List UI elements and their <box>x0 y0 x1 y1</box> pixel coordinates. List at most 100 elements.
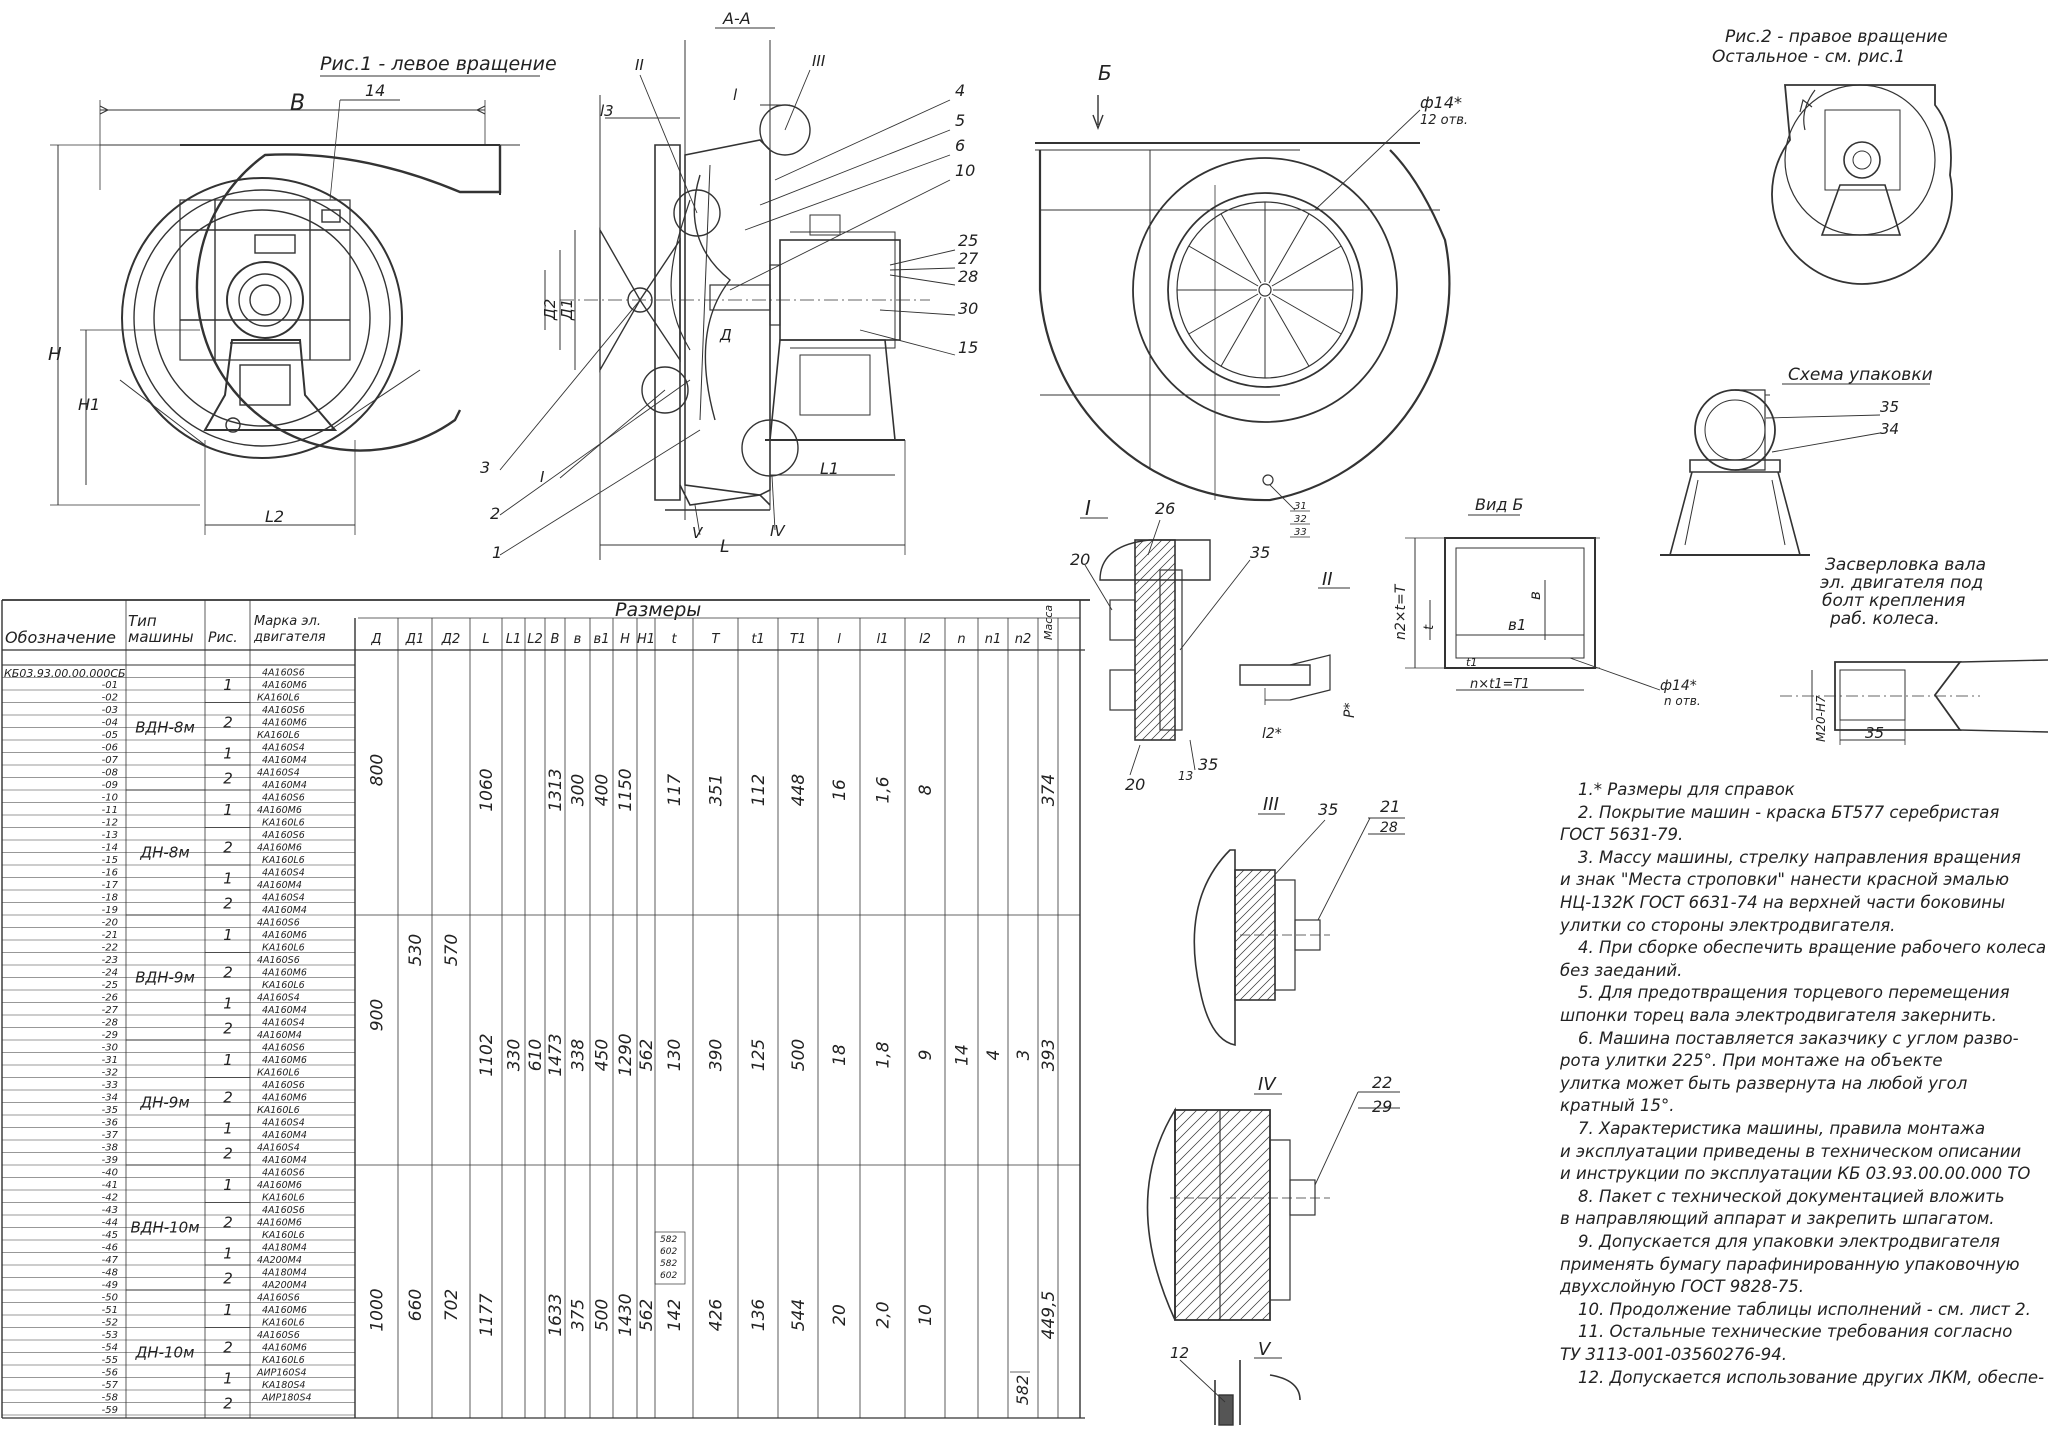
fig1-item-14: 14 <box>365 81 385 100</box>
table-designation: -43 <box>102 1205 118 1216</box>
table-designation: -23 <box>102 955 118 966</box>
table-fig-number: 1 <box>223 801 233 819</box>
table-motor: 4А160М6 <box>262 1343 307 1354</box>
table-designation-0: КБ03.93.00.00.000СБ <box>4 667 126 680</box>
table-fig-number: 1 <box>223 1120 233 1138</box>
table-motor: 4А160М4 <box>262 1005 307 1016</box>
table-motor: 4А160М6 <box>257 1180 302 1191</box>
view-b-dim-t: t <box>1422 624 1437 630</box>
table-motor: АИР160S4 <box>256 1368 307 1379</box>
table-header-11: в <box>574 632 582 647</box>
technical-note-line: и инструкции по эксплуатации КБ 03.93.00… <box>1560 1164 2031 1184</box>
table-designation: -39 <box>102 1155 118 1166</box>
technical-note-line: 5. Для предотвращения торцевого перемеще… <box>1578 983 2010 1003</box>
table-motor: 4А160S6 <box>262 1043 305 1054</box>
section-item-4: 5 <box>955 111 965 130</box>
table-size-value: 112 <box>749 774 769 806</box>
drilling-note-line3: болт крепления <box>1822 591 1965 611</box>
table-header-18: T1 <box>790 632 806 647</box>
table-size-value: 1313 <box>546 768 566 811</box>
detail-iii-item-21: 21 <box>1380 797 1400 816</box>
table-motor: 4А200М4 <box>257 1255 302 1266</box>
hole-callout-2-count: n отв. <box>1664 694 1701 708</box>
table-fig-number: 2 <box>223 1270 233 1288</box>
table-header-22: n <box>957 632 965 647</box>
table-designation: -54 <box>102 1343 118 1354</box>
technical-note-line: 8. Пакет с технической документацией вло… <box>1578 1186 2005 1206</box>
technical-note-line: и знак "Места строповки" нанести красной… <box>1560 870 2009 890</box>
table-designation: -52 <box>102 1318 118 1329</box>
table-designation: -30 <box>102 1043 118 1054</box>
item-34: 34 <box>1880 420 1899 438</box>
table-motor: 4А160S4 <box>262 893 305 904</box>
section-item-9: 28 <box>958 267 978 286</box>
table-machine-type: ВДН-8м <box>135 719 195 737</box>
table-size-value: 1,6 <box>874 776 894 803</box>
table-motor: 4А160М4 <box>262 780 307 791</box>
section-item-15: 1 <box>492 543 502 562</box>
drilling-note-line4: раб. колеса. <box>1829 609 1940 629</box>
table-size-value: 500 <box>789 1039 809 1071</box>
table-header-type-line1: Тип <box>128 612 157 630</box>
item-35-packing: 35 <box>1880 398 1899 416</box>
detail-i: I 26 20 35 20 13 35 <box>1070 496 1270 794</box>
section-item-14: 2 <box>490 504 500 523</box>
technical-note-line: улитка может быть развернута на любой уг… <box>1560 1073 1968 1093</box>
technical-note-line: ГОСТ 5631-79. <box>1560 825 1684 845</box>
table-size-value: 800 <box>368 754 388 786</box>
detail-iv-label: IV <box>1258 1074 1277 1095</box>
section-item-17: IV <box>770 522 786 540</box>
table-motor: КА160L6 <box>262 943 305 954</box>
table-motor: 4А160М6 <box>262 1093 307 1104</box>
table-motor: 4А160М4 <box>262 1130 307 1141</box>
table-header-mass: Масса <box>1042 605 1055 640</box>
table-header-7: L <box>482 632 489 647</box>
detail-i-item-13: 13 <box>1178 769 1193 783</box>
table-size-value: 448 <box>789 774 809 807</box>
table-designation: -09 <box>102 780 118 791</box>
detail-iv-item-22: 22 <box>1372 1073 1392 1092</box>
table-motor: 4А160М6 <box>262 718 307 729</box>
section-item-11: 15 <box>958 338 978 357</box>
table-designation: -33 <box>102 1080 118 1091</box>
table-fig-number: 1 <box>223 995 233 1013</box>
table-motor: АИР180S4 <box>261 1393 312 1404</box>
table-designation: -29 <box>102 1030 118 1041</box>
table-designation: -50 <box>102 1293 118 1304</box>
section-dim-l3: l3 <box>600 102 614 120</box>
technical-note-line: шпонки торец вала электродвигателя закер… <box>1560 1006 1997 1025</box>
table-size-value: 18 <box>830 1044 850 1066</box>
table-designation: -12 <box>102 818 118 829</box>
table-designation: -41 <box>102 1180 118 1191</box>
table-size-value: 450 <box>593 1039 613 1071</box>
table-size-value: 4 <box>984 1050 1004 1061</box>
view-b-dim-t1: t1 <box>1466 656 1477 669</box>
table-motor: КА160L6 <box>262 980 305 991</box>
table-header-21: l2 <box>919 632 931 647</box>
section-item-5: 6 <box>955 136 965 155</box>
table-size-value: 390 <box>707 1039 727 1071</box>
thread-label: М20-Н7 <box>1814 695 1828 742</box>
table-size-value: 8 <box>916 784 936 795</box>
table-motor: 4А160S4 <box>262 1118 305 1129</box>
table-motor: 4А160S6 <box>257 1330 300 1341</box>
table-fig-number: 1 <box>223 1176 233 1194</box>
table-size-value: 375 <box>569 1299 589 1331</box>
fig1-view: B H H1 L2 14 Рис.1 - левое вращение <box>48 53 557 535</box>
table-designation: -49 <box>102 1280 118 1291</box>
technical-note-line: рота улитки 225°. При монтаже на объекте <box>1560 1051 1943 1071</box>
table-header-6: Д2 <box>441 632 460 647</box>
drilling-note-line1: Засверловка вала <box>1825 555 1986 575</box>
table-size-value: 338 <box>569 1039 589 1072</box>
table-designation: -05 <box>102 730 118 741</box>
table-fig-number: 2 <box>223 963 233 981</box>
technical-note-line: 11. Остальные технические требования сог… <box>1578 1322 2013 1342</box>
table-motor: 4А160S4 <box>257 1143 300 1154</box>
table-size-value: 660 <box>406 1289 426 1321</box>
fig1-title: Рис.1 - левое вращение <box>320 53 557 75</box>
table-header-16: T <box>712 632 721 647</box>
hole-callout-2-size: ф14* <box>1660 678 1697 694</box>
table-designation: -57 <box>102 1380 119 1391</box>
table-designation: -59 <box>102 1405 118 1416</box>
section-item-16: V <box>692 524 704 542</box>
